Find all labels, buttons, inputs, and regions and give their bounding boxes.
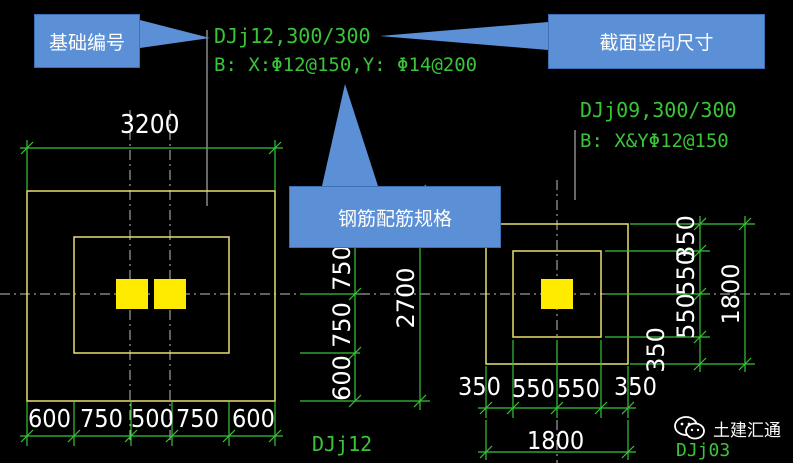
f1-height-total: 2700 [392, 267, 420, 328]
f1-right-dim-2: 750 [328, 302, 356, 348]
footing2-label-line2: B: X&YΦ12@150 [580, 130, 729, 152]
footing1-column-b [154, 279, 186, 309]
f2-width-bottom: 1800 [527, 426, 585, 455]
footing2-tag: DJj03 [676, 440, 731, 461]
f1-bottom-dim-1: 600 [28, 404, 71, 433]
f1-bottom-dim-4: 750 [176, 404, 219, 433]
f2-bottom-dim-2: 550 [512, 374, 555, 403]
footing2-column [541, 279, 573, 309]
f1-right-dim-1: 750 [328, 245, 356, 291]
callout-section-vertical-size: 截面竖向尺寸 [548, 14, 765, 69]
f2-bottom-dim-1: 350 [458, 372, 501, 401]
f2-bottom-dim-4: 350 [614, 372, 657, 401]
callout-pointer-1 [140, 20, 210, 48]
f2-height-total: 1800 [717, 263, 745, 324]
f1-width-top: 3200 [120, 110, 180, 140]
f1-bottom-dim-3: 500 [131, 404, 174, 433]
footing2-label-line1: DJj09,300/300 [580, 98, 737, 122]
f1-bottom-dim-2: 750 [80, 404, 123, 433]
callout-pointer-2 [380, 22, 548, 50]
footing1-tag: DJj12 [312, 432, 373, 456]
footing2-inner [512, 250, 602, 338]
f1-right-dim-3: 600 [328, 355, 356, 401]
f1-bottom-dim-5: 600 [232, 404, 275, 433]
footing1-column-a [116, 279, 148, 309]
f2-right-dim-4: 350 [642, 327, 670, 373]
footing1-label-line1: DJj12,300/300 [214, 24, 371, 48]
f2-right-dim-2: 550 [672, 250, 700, 296]
watermark: 土建汇通 [673, 415, 781, 441]
callout-foundation-number: 基础编号 [34, 14, 140, 68]
f2-right-dim-1: 350 [672, 215, 700, 261]
watermark-text: 土建汇通 [713, 420, 781, 441]
footing1-label-line2: B: X:Φ12@150,Y: Φ14@200 [214, 54, 478, 76]
f2-right-dim-3: 550 [672, 293, 700, 339]
wechat-icon [674, 416, 705, 440]
footing1-outer [26, 190, 276, 402]
footing1-inner [73, 236, 230, 354]
callout-rebar-spec: 钢筋配筋规格 [289, 186, 501, 248]
f2-bottom-dim-3: 550 [557, 374, 600, 403]
callout-pointer-3 [322, 84, 378, 186]
